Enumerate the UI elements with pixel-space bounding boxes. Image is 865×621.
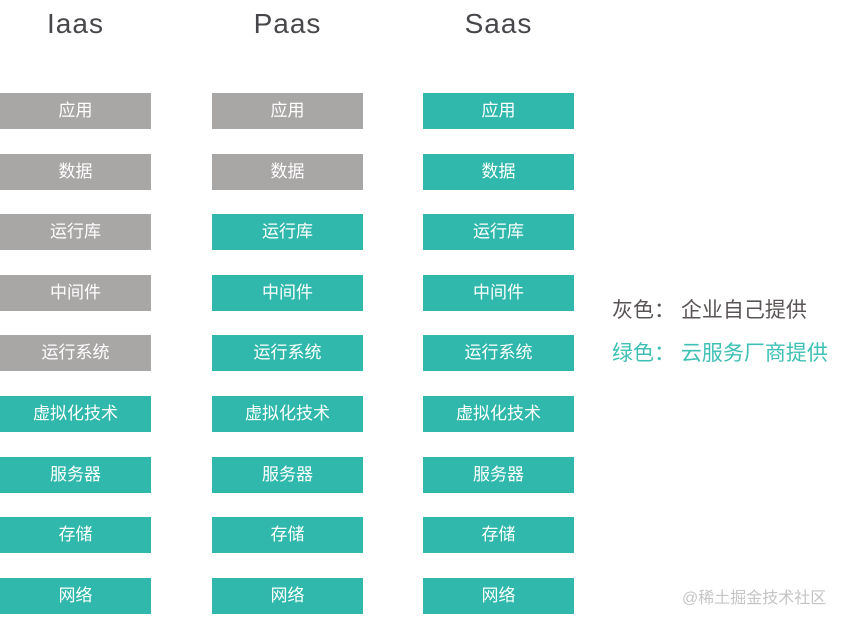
stack-box-iaas-4: 中间件	[0, 275, 151, 311]
stack-box-paas-4: 中间件	[212, 275, 363, 311]
stack-box-saas-8: 存储	[423, 517, 574, 553]
stack-box-saas-5: 运行系统	[423, 335, 574, 371]
stack-box-iaas-2: 数据	[0, 154, 151, 190]
column-title-iaas: Iaas	[47, 8, 104, 39]
stack-box-paas-7: 服务器	[212, 457, 363, 493]
stack-box-saas-1: 应用	[423, 93, 574, 129]
stack-box-iaas-3: 运行库	[0, 214, 151, 250]
stack-box-iaas-1: 应用	[0, 93, 151, 129]
stack-box-iaas-6: 虚拟化技术	[0, 396, 151, 432]
stack-box-saas-2: 数据	[423, 154, 574, 190]
stack-box-paas-5: 运行系统	[212, 335, 363, 371]
legend-gray-line: 灰色： 企业自己提供	[612, 299, 807, 322]
column-iaas: Iaas 应用数据运行库中间件运行系统虚拟化技术服务器存储网络	[0, 0, 151, 621]
legend-green-line: 绿色： 云服务厂商提供	[612, 342, 828, 365]
stack-box-paas-2: 数据	[212, 154, 363, 190]
stack-box-paas-1: 应用	[212, 93, 363, 129]
stack-box-iaas-9: 网络	[0, 578, 151, 614]
column-title-saas: Saas	[464, 8, 533, 39]
stack-box-paas-9: 网络	[212, 578, 363, 614]
column-paas: Paas 应用数据运行库中间件运行系统虚拟化技术服务器存储网络	[212, 0, 363, 621]
legend: 灰色： 企业自己提供 绿色： 云服务厂商提供	[612, 300, 828, 386]
stack-box-saas-9: 网络	[423, 578, 574, 614]
watermark: @稀土掘金技术社区	[682, 590, 827, 607]
stack-box-paas-3: 运行库	[212, 214, 363, 250]
stack-box-iaas-5: 运行系统	[0, 335, 151, 371]
stack-box-iaas-7: 服务器	[0, 457, 151, 493]
stack-box-saas-6: 虚拟化技术	[423, 396, 574, 432]
stack-box-saas-3: 运行库	[423, 214, 574, 250]
stack-box-saas-4: 中间件	[423, 275, 574, 311]
stack-box-saas-7: 服务器	[423, 457, 574, 493]
column-title-paas: Paas	[253, 8, 322, 39]
stack-box-paas-8: 存储	[212, 517, 363, 553]
stack-box-paas-6: 虚拟化技术	[212, 396, 363, 432]
column-saas: Saas 应用数据运行库中间件运行系统虚拟化技术服务器存储网络	[423, 0, 574, 621]
stack-box-iaas-8: 存储	[0, 517, 151, 553]
